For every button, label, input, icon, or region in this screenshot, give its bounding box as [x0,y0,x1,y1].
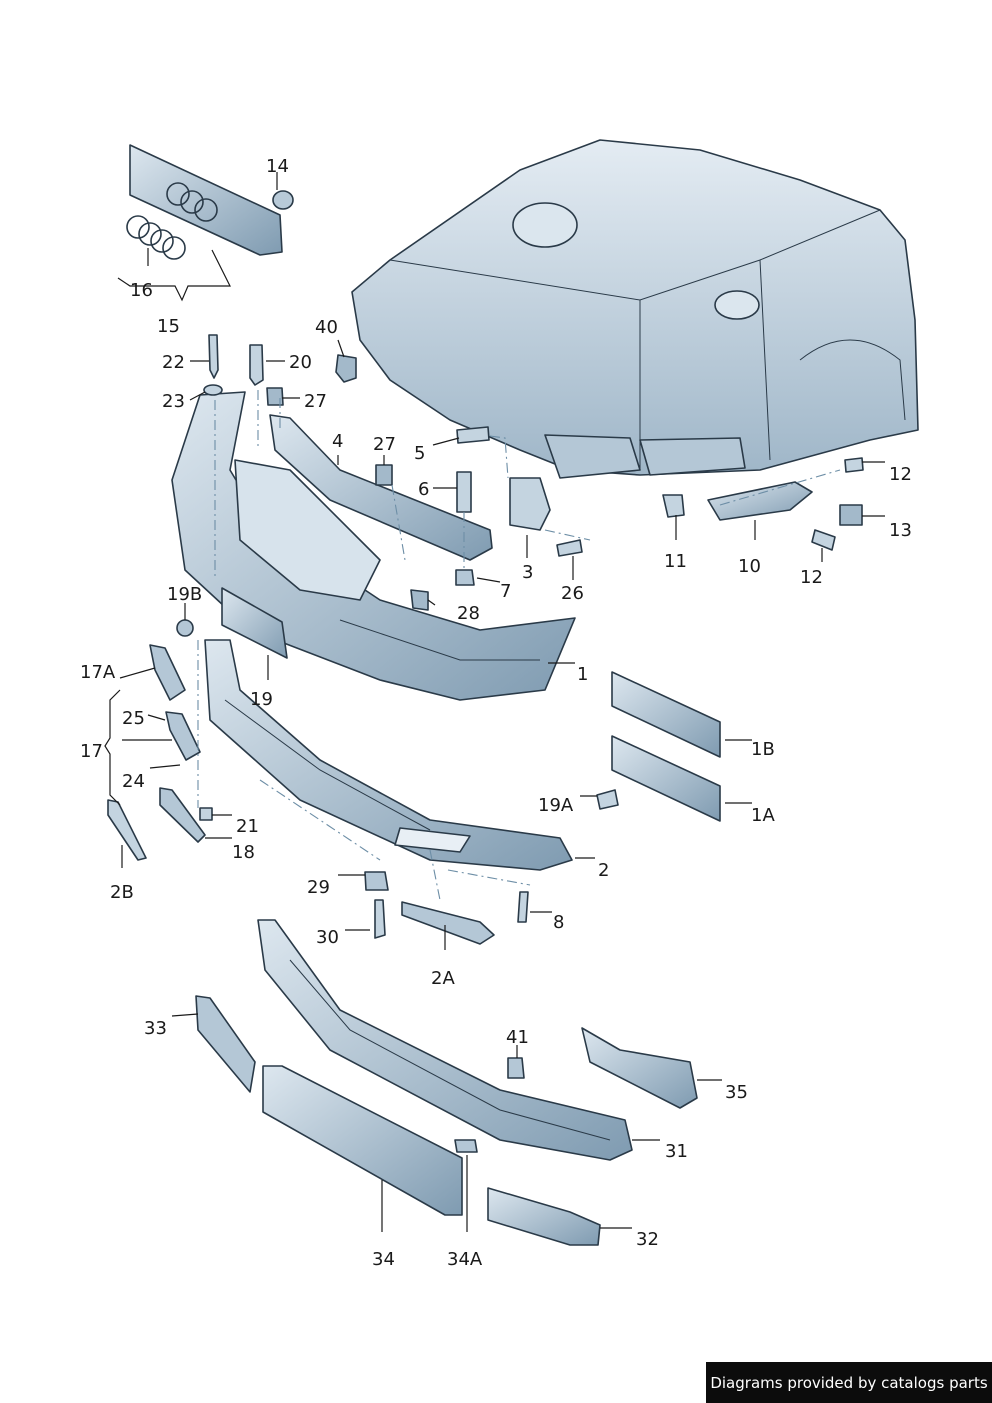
credit-banner: Diagrams provided by catalogs parts [706,1362,992,1403]
label-19A: 19A [538,795,574,816]
label-27-top: 27 [304,391,327,412]
bumper-reinforcement [269,414,493,561]
label-24: 24 [122,771,145,792]
label-28: 28 [457,603,480,624]
label-1A: 1A [751,805,775,826]
label-14: 14 [266,156,289,177]
label-19B: 19B [167,584,202,605]
label-21: 21 [236,816,259,837]
label-11: 11 [664,551,687,572]
rings-emblem [126,215,186,260]
small-parts [107,190,864,1246]
leader-lines [104,172,885,1232]
label-4: 4 [332,431,343,452]
label-35: 35 [725,1082,748,1103]
label-40: 40 [315,317,338,338]
label-19: 19 [250,689,273,710]
label-15: 15 [157,316,180,337]
label-41: 41 [506,1027,529,1048]
label-1: 1 [577,664,588,685]
label-33: 33 [144,1018,167,1039]
label-22: 22 [162,352,185,373]
alignment-lines [197,390,841,901]
label-18: 18 [232,842,255,863]
label-5: 5 [414,443,425,464]
label-25: 25 [122,708,145,729]
front-grille-trim [257,919,633,1161]
label-32: 32 [636,1229,659,1250]
car-body-shell [351,139,919,479]
label-12: 12 [800,567,823,588]
label-29: 29 [307,877,330,898]
lower-bumper-section [204,639,573,871]
label-16: 16 [130,280,153,301]
label-26: 26 [561,583,584,604]
label-27: 27 [373,434,396,455]
label-8: 8 [553,912,564,933]
label-23: 23 [162,391,185,412]
label-34A: 34A [447,1249,483,1270]
label-17: 17 [80,741,103,762]
label-17A: 17A [80,662,116,683]
label-7: 7 [500,581,511,602]
label-3: 3 [522,562,533,583]
label-13: 13 [889,520,912,541]
label-2: 2 [598,860,609,881]
radiator-grille [129,144,283,256]
label-34: 34 [372,1249,395,1270]
label-6: 6 [418,479,429,500]
label-20: 20 [289,352,312,373]
label-31: 31 [665,1141,688,1162]
label-1B: 1B [751,739,775,760]
label-2B: 2B [110,882,134,903]
part-labels: 14 16 15 22 20 23 27 40 4 27 5 6 3 7 26 … [80,156,912,1270]
label-12-top: 12 [889,464,912,485]
label-30: 30 [316,927,339,948]
label-10: 10 [738,556,761,577]
label-2A: 2A [431,968,455,989]
